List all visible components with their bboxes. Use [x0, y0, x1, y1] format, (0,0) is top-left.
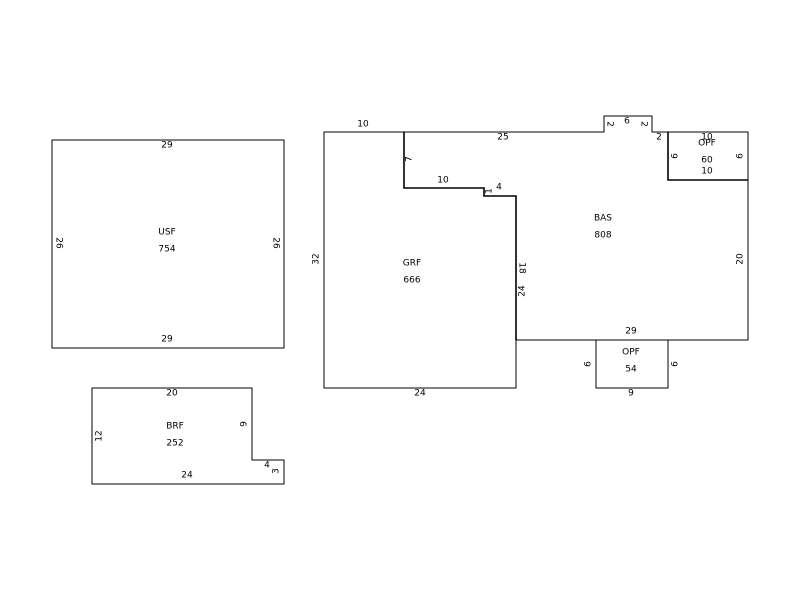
opf-top-divider — [667, 132, 748, 181]
bas-dim-step-right: 2 — [656, 133, 662, 143]
opf-top-dim-right: 6 — [736, 153, 746, 159]
usf-dim-bottom: 29 — [161, 335, 173, 345]
usf-dim-right: 26 — [271, 237, 281, 249]
bas-dim-notch-left: 2 — [605, 121, 615, 127]
grf-dim-left: 32 — [312, 253, 322, 264]
brf-dim-bottom: 24 — [181, 471, 193, 481]
grf-bas-shared-wall — [403, 132, 517, 340]
bas-code: BAS — [594, 214, 612, 224]
bas-dim-top: 25 — [497, 133, 508, 143]
brf-dim-step: 4 — [264, 461, 270, 471]
opf-bottom-dim-bottom: 9 — [628, 389, 634, 399]
usf-outline — [51, 139, 285, 349]
opf-bottom-dim-right: 6 — [671, 361, 681, 367]
opf-bottom-code: OPF — [622, 348, 640, 358]
bas-dim-left: 18 — [517, 262, 527, 274]
grf-dim-inner-horizontal: 10 — [437, 176, 449, 186]
bas-area: 808 — [594, 231, 611, 241]
grf-dim-step-small: 1 — [485, 188, 495, 194]
grf-code: GRF — [403, 259, 421, 269]
opf-top-code: OPF — [698, 139, 716, 149]
grf-dim-inner-vertical: 7 — [405, 156, 415, 162]
opf-bottom-area: 54 — [625, 365, 637, 375]
bas-dim-bottom: 29 — [625, 327, 637, 337]
opf-top-dim-left: 6 — [671, 153, 681, 159]
grf-area: 666 — [403, 276, 420, 286]
bas-outline — [404, 115, 749, 341]
usf-code: USF — [158, 228, 175, 238]
brf-code: BRF — [166, 422, 184, 432]
brf-area: 252 — [166, 439, 183, 449]
usf-dim-left: 26 — [54, 237, 64, 249]
brf-dim-inner: 9 — [240, 421, 250, 427]
brf-dim-step-small: 3 — [272, 468, 282, 474]
bas-dim-notch-top: 6 — [624, 117, 630, 127]
opf-bottom-dim-left: 6 — [584, 361, 594, 367]
grf-dim-bottom: 24 — [414, 389, 426, 399]
grf-dim-step-four: 4 — [496, 183, 502, 193]
grf-dim-top: 10 — [357, 120, 369, 130]
brf-dim-top: 20 — [166, 389, 178, 399]
bas-dim-notch-right: 2 — [639, 121, 649, 127]
brf-dim-left: 12 — [95, 430, 105, 441]
usf-area: 754 — [158, 245, 175, 255]
opf-top-dim-top: 10 — [701, 133, 713, 143]
brf-outline — [91, 387, 285, 485]
bas-dim-right: 20 — [736, 253, 746, 265]
opf-top-area: 60 — [701, 156, 713, 166]
usf-dim-top: 29 — [161, 141, 173, 151]
grf-dim-inner-right: 24 — [518, 285, 528, 297]
opf-top-dim-bottom: 10 — [701, 167, 713, 177]
opf-bottom-outline — [595, 339, 669, 389]
